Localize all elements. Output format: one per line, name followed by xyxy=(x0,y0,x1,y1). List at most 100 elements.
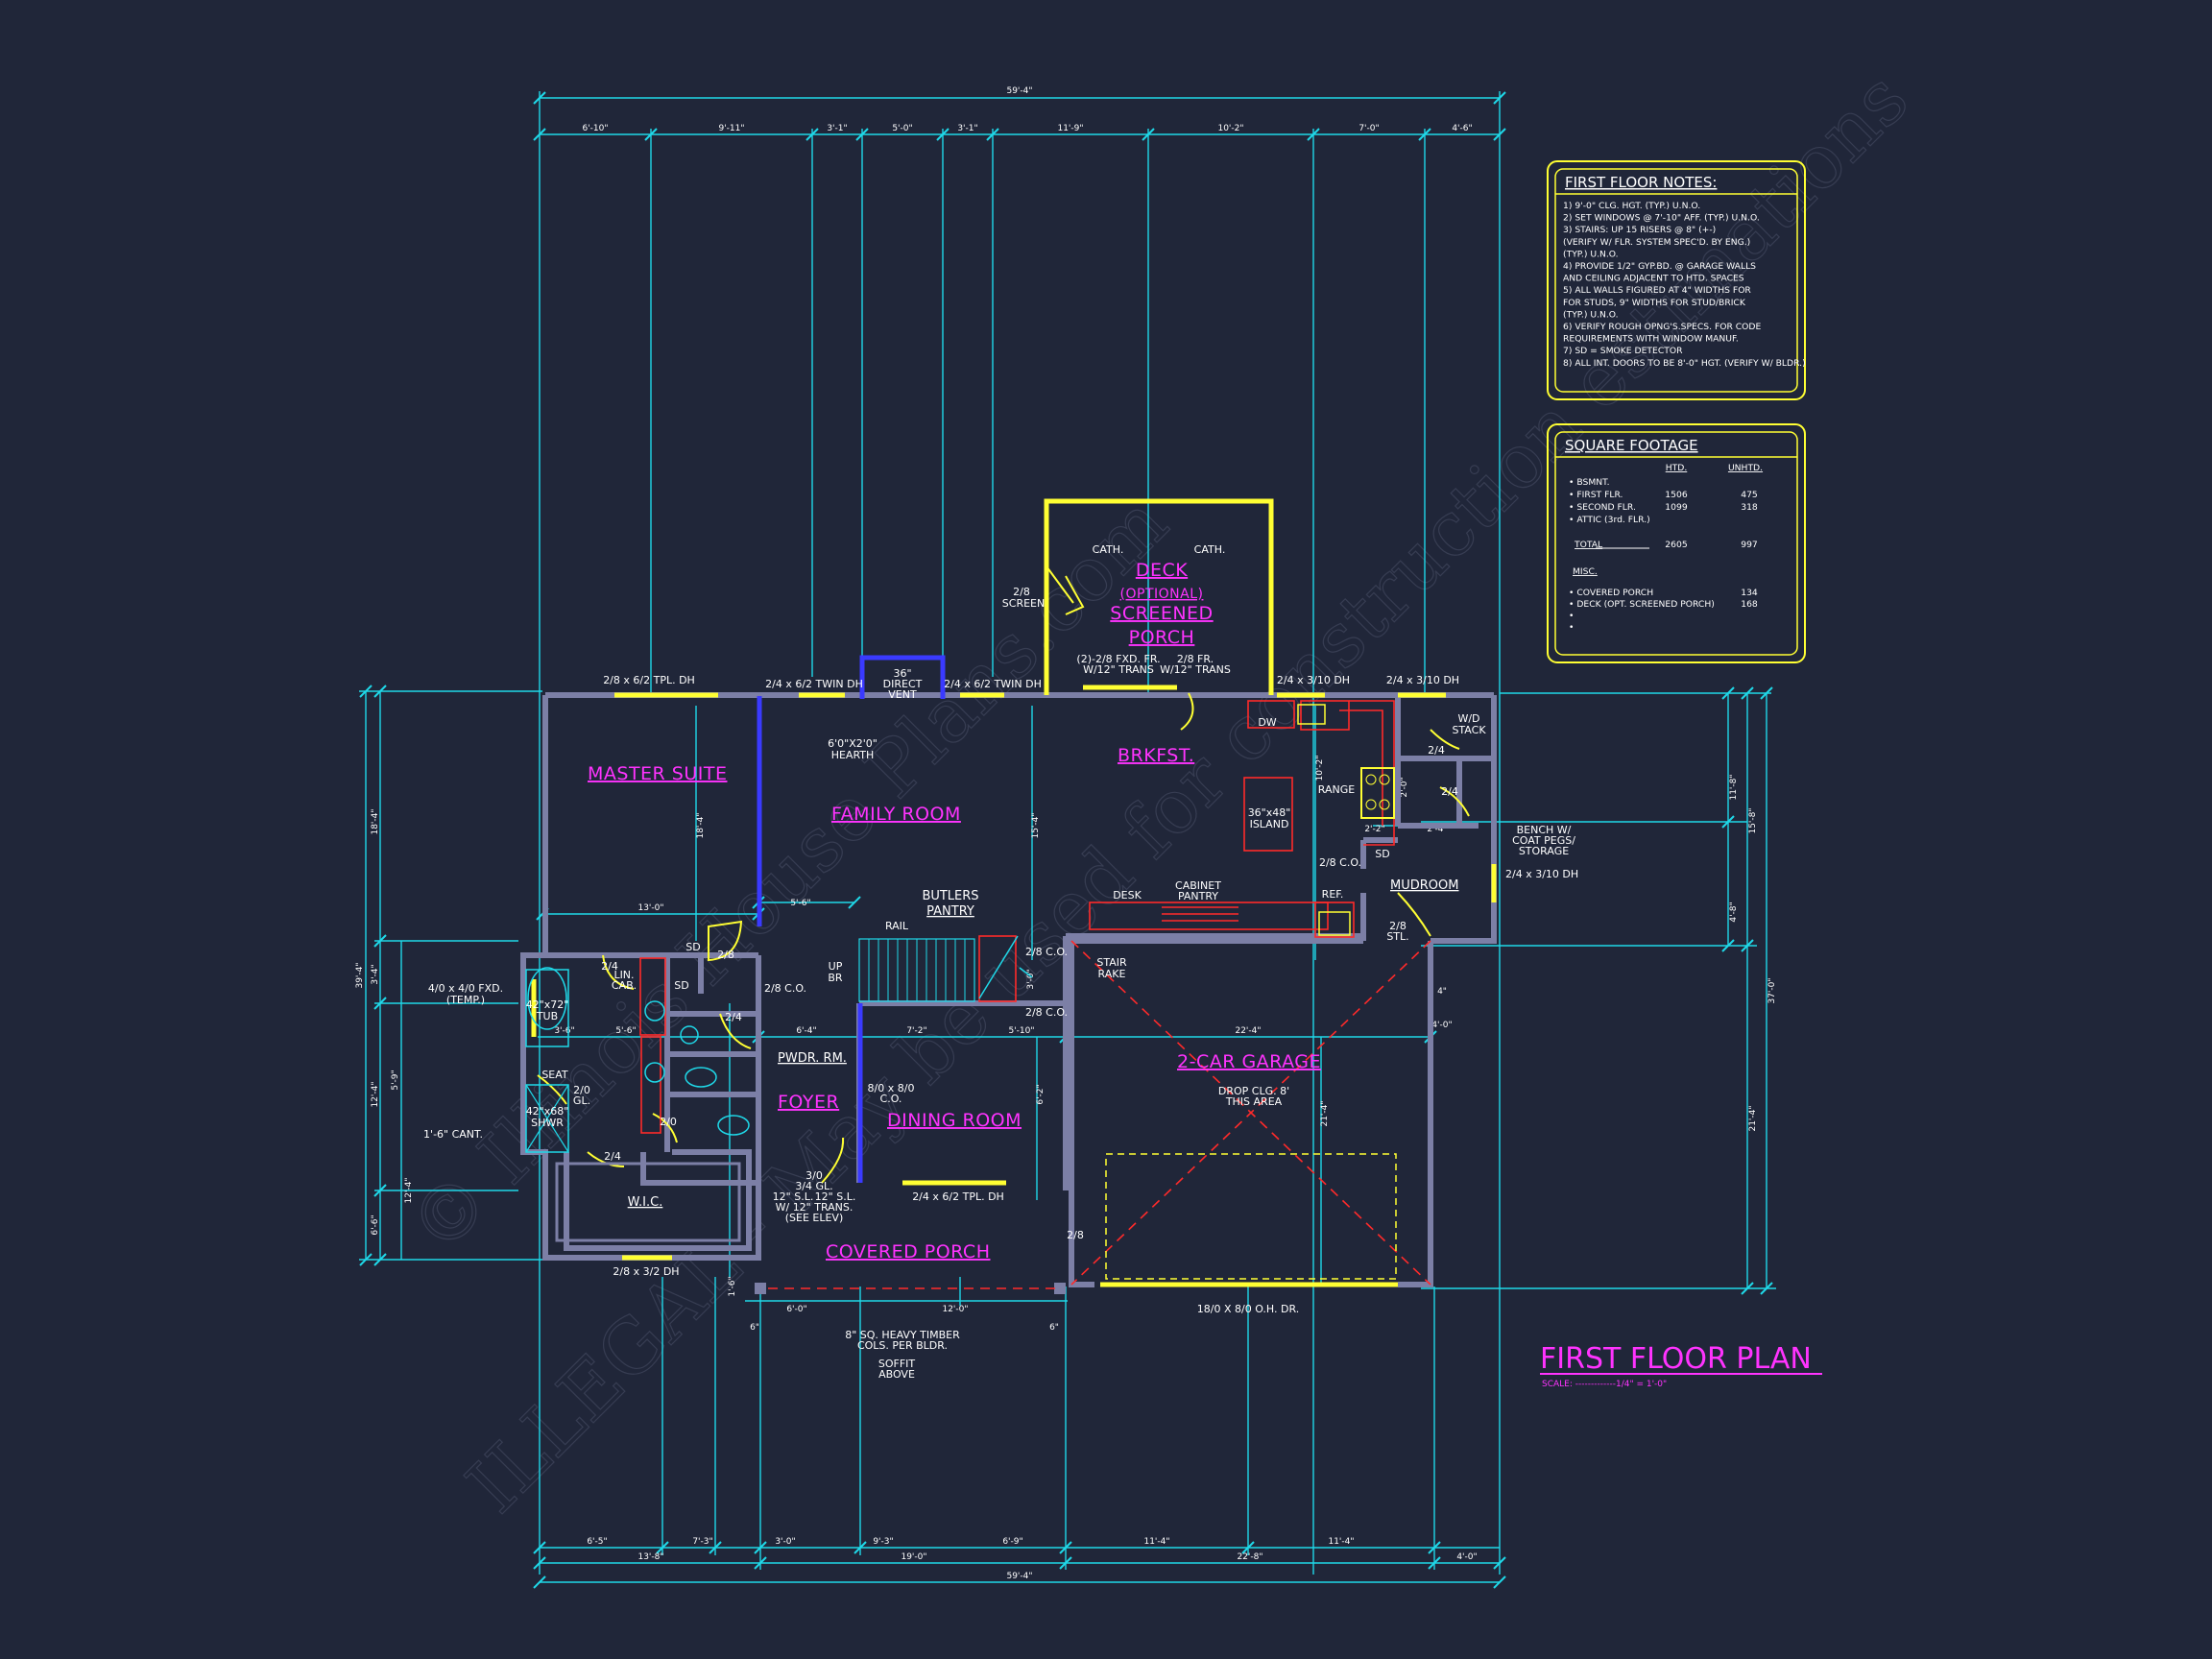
dim-left-a3: 12'-4" xyxy=(371,1081,380,1107)
bath-fixtures xyxy=(525,967,750,1242)
dim-int-19: 12'-0" xyxy=(942,1305,968,1314)
lbl-fr-right-2: W/12" TRANS xyxy=(1160,663,1231,676)
interior-dimensions: 13'-0" 5'-6" 3'-6" 5'-6" 6'-4" 7'-2" 5'-… xyxy=(536,706,1453,1333)
dim-left-b2: 12'-4" xyxy=(404,1177,414,1203)
windows xyxy=(531,692,1497,1287)
lbl-stair-rake-1: STAIR xyxy=(1096,956,1127,969)
lbl-sd-a: SD xyxy=(685,941,700,953)
lbl-door-24-d: 2/4 xyxy=(1428,744,1445,757)
lbl-win-tpl-top: 2/8 x 6/2 TPL. DH xyxy=(603,674,695,686)
lbl-drop-clg-1: DROP CLG. 8' xyxy=(1218,1085,1289,1097)
sqft-total-label: TOTAL xyxy=(1574,540,1603,550)
dim-bottom-4: 9'-3" xyxy=(873,1537,893,1547)
room-labels: MASTER SUITE FAMILY ROOM BRKFST. DECK (O… xyxy=(588,560,1458,1262)
misc-row-label: • COVERED PORCH xyxy=(1569,588,1653,598)
lbl-cath-left: CATH. xyxy=(1093,543,1124,556)
lbl-door-20: 2/0 xyxy=(660,1116,677,1128)
note-line: (TYP.) U.N.O. xyxy=(1563,309,1619,320)
dim-int-11: 2'-4" xyxy=(1427,825,1447,834)
dim-right-outer: 37'-0" xyxy=(1767,977,1777,1003)
dim-top-8: 7'-0" xyxy=(1358,124,1379,133)
room-deck-2: (OPTIONAL) xyxy=(1120,587,1204,602)
dim-bottom-8: 13'-8" xyxy=(637,1552,663,1562)
lbl-win-310-b: 2/4 x 3/10 DH xyxy=(1386,674,1459,686)
dim-bottom-10: 22'-8" xyxy=(1237,1552,1262,1562)
dim-left-outer: 39'-4" xyxy=(355,962,365,988)
note-line: (VERIFY W/ FLR. SYSTEM SPEC'D. BY ENG.) xyxy=(1563,237,1750,248)
room-garage: 2-CAR GARAGE xyxy=(1177,1051,1321,1072)
lbl-door-24-e: 2/4 xyxy=(1441,785,1458,798)
sqft-col-unhtd: UNHTD. xyxy=(1728,463,1763,473)
screened-porch-outline xyxy=(1044,498,1274,695)
lbl-drop-clg-2: THIS AREA xyxy=(1225,1095,1283,1108)
lbl-cab-pantry-2: PANTRY xyxy=(1178,890,1218,902)
misc-row-value: 134 xyxy=(1741,588,1758,598)
room-mudroom: MUDROOM xyxy=(1390,878,1458,893)
sqft-row-unhtd: 475 xyxy=(1741,490,1758,500)
dim-top-3: 3'-1" xyxy=(827,124,847,133)
dim-int-1: 13'-0" xyxy=(637,903,663,913)
lbl-sd-c: SD xyxy=(1375,848,1389,860)
lbl-tub-2: TUB xyxy=(536,1010,558,1022)
room-foyer: FOYER xyxy=(778,1092,839,1113)
dim-left-a1: 18'-4" xyxy=(371,808,380,834)
lbl-wd-2: STACK xyxy=(1452,724,1486,736)
dim-int-5: 6'-4" xyxy=(796,1026,816,1036)
dim-top-6: 11'-9" xyxy=(1057,124,1083,133)
dim-int-16: 3'-0" xyxy=(1026,969,1036,989)
dim-right-b2: 21'-4" xyxy=(1748,1105,1758,1131)
lbl-soffit-2: ABOVE xyxy=(878,1368,915,1381)
staircase xyxy=(858,935,1033,1002)
dim-int-10: 2'-2" xyxy=(1364,825,1384,834)
dim-int-23: 4" xyxy=(1437,987,1447,997)
misc-row-label: • xyxy=(1569,611,1574,621)
lbl-wd-1: W/D xyxy=(1457,712,1479,725)
lbl-door-20gl-1: 2/0 xyxy=(573,1084,590,1096)
dim-int-17: 1'-6" xyxy=(728,1276,737,1296)
lbl-door-24-a: 2/4 xyxy=(601,960,618,973)
lbl-fr-left-1: (2)-2/8 FXD. FR. xyxy=(1076,653,1160,665)
lbl-bench-2: COAT PEGS/ xyxy=(1512,834,1575,847)
lbl-stair-rake-2: RAKE xyxy=(1098,968,1126,980)
sqft-title: SQUARE FOOTAGE xyxy=(1565,437,1698,454)
blue-walls xyxy=(757,655,946,1183)
dim-int-4: 5'-6" xyxy=(615,1026,636,1036)
misc-row-label: • DECK (OPT. SCREENED PORCH) xyxy=(1569,599,1715,610)
dim-bottom-3: 3'-0" xyxy=(775,1537,795,1547)
dim-right-a2: 4'-8" xyxy=(1729,902,1739,922)
lbl-door-28-b: 2/8 xyxy=(1067,1229,1084,1241)
dim-top-7: 10'-2" xyxy=(1217,124,1243,133)
first-floor-notes-box: FIRST FLOOR NOTES: 1) 9'-0" CLG. HGT. (T… xyxy=(1547,160,1806,400)
lbl-vent-3: VENT xyxy=(888,688,917,701)
dim-bottom-6: 11'-4" xyxy=(1143,1537,1169,1547)
lbl-cols-2: COLS. PER BLDR. xyxy=(857,1339,948,1352)
dim-int-2: 5'-6" xyxy=(790,899,810,908)
lbl-co-810-1: 8/0 x 8/0 xyxy=(868,1082,915,1094)
lbl-shwr-2: SHWR xyxy=(531,1117,564,1129)
lbl-soffit-1: SOFFIT xyxy=(878,1358,916,1370)
dim-top-1: 6'-10" xyxy=(582,124,608,133)
lbl-lin-cab-1: LIN. xyxy=(613,969,634,981)
dim-int-21: 6" xyxy=(1049,1323,1059,1333)
lbl-range: RANGE xyxy=(1318,783,1355,796)
lbl-trans-1: W/ 12" TRANS. xyxy=(776,1201,854,1214)
sqft-total-unhtd: 997 xyxy=(1741,540,1758,550)
plan-title: FIRST FLOOR PLAN xyxy=(1540,1342,1812,1376)
right-dimensions: 11'-8" 4'-8" 15'-8" 21'-4" 37'-0" xyxy=(1421,686,1777,1295)
square-footage-box: SQUARE FOOTAGE HTD. UNHTD. • BSMNT.• FIR… xyxy=(1547,423,1806,663)
dim-overall-bottom: 59'-4" xyxy=(1006,1572,1032,1581)
lbl-island-2: ISLAND xyxy=(1250,818,1289,830)
lbl-win-wic: 2/8 x 3/2 DH xyxy=(613,1265,679,1278)
room-brkfst: BRKFST. xyxy=(1118,745,1194,766)
dim-top-2: 9'-11" xyxy=(718,124,744,133)
dim-top-4: 5'-0" xyxy=(892,124,912,133)
note-line: 5) ALL WALLS FIGURED AT 4" WIDTHS FOR xyxy=(1563,285,1751,296)
sqft-row-unhtd: 318 xyxy=(1741,502,1758,513)
lbl-screen-2: SCREEN xyxy=(1002,597,1045,610)
lbl-up: UP xyxy=(829,960,843,973)
lbl-lin-cab-2: CAB. xyxy=(612,979,637,992)
lbl-cols-1: 8" SQ. HEAVY TIMBER xyxy=(845,1329,960,1341)
sqft-row-label: • ATTIC (3rd. FLR.) xyxy=(1569,515,1650,525)
notes-title: FIRST FLOOR NOTES: xyxy=(1565,174,1717,191)
